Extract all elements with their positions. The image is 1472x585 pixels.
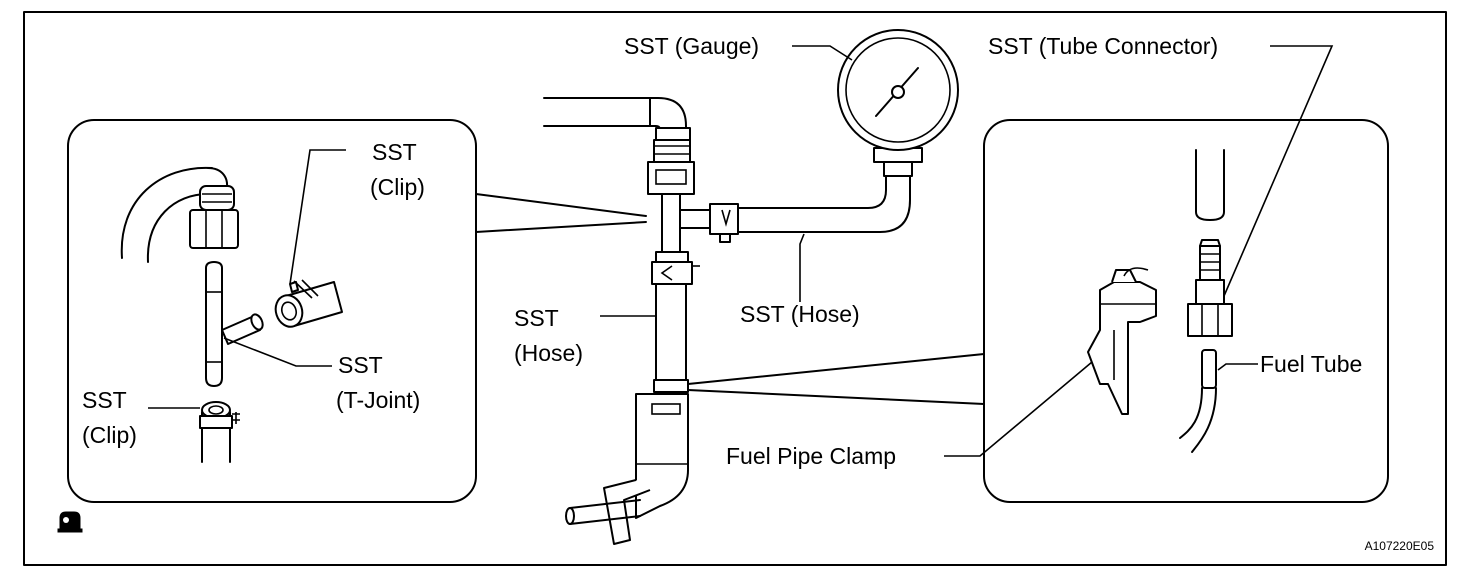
tube-connector-label: SST (Tube Connector) (988, 33, 1218, 59)
clip-bottom (199, 401, 240, 463)
center-clip-lower (651, 251, 700, 285)
right-hose-label: SST (Hose) (740, 301, 860, 327)
center-hose-label-line1: SST (514, 305, 559, 331)
left-detail-panel (67, 119, 477, 503)
t-joint-label-line1: SST (338, 352, 383, 378)
right-detail-panel (983, 119, 1389, 503)
fuel-tube-leader (1217, 363, 1258, 371)
t-joint-label-line2: (T-Joint) (336, 387, 420, 413)
clip-top-leader (289, 149, 346, 285)
center-vertical-hose (653, 283, 689, 393)
center-clip-right (709, 203, 739, 243)
clip-top-label-line2: (Clip) (370, 174, 425, 200)
outer-frame (23, 11, 1447, 566)
pressure-gauge (837, 29, 959, 177)
right-tube-stub (1195, 149, 1225, 221)
right-hose-leader (799, 233, 805, 302)
left-callout-line-top (475, 193, 647, 217)
manual-symbol-icon (57, 511, 83, 533)
t-joint (205, 261, 264, 387)
lower-fuel-pipe-connector (565, 393, 689, 545)
tube-connector-leader (1223, 45, 1334, 297)
left-callout-line-bottom (475, 221, 647, 233)
clip-bottom-label-line2: (Clip) (82, 422, 137, 448)
t-joint-leader (223, 337, 332, 367)
gauge-leader (792, 45, 853, 61)
right-callout-line-top (687, 353, 985, 385)
gauge-hose (737, 173, 911, 233)
figure-code: A107220E05 (1365, 539, 1435, 553)
clip-top (274, 279, 343, 328)
right-callout-line-bottom (687, 389, 985, 405)
center-t-joint (661, 193, 711, 253)
upper-fitting (647, 127, 695, 195)
center-hose-label-line2: (Hose) (514, 340, 583, 366)
gauge-label: SST (Gauge) (624, 33, 759, 59)
left-panel-nut-fitting (189, 185, 239, 249)
fuel-pipe-clamp-leader (944, 361, 1093, 457)
fuel-tube (1179, 349, 1217, 453)
clip-bottom-label-line1: SST (82, 387, 127, 413)
fuel-pipe-clamp (1087, 267, 1157, 415)
fuel-tube-label: Fuel Tube (1260, 351, 1362, 377)
tube-connector (1187, 239, 1233, 337)
fuel-pipe-clamp-label: Fuel Pipe Clamp (726, 443, 896, 469)
clip-top-label-line1: SST (372, 139, 417, 165)
